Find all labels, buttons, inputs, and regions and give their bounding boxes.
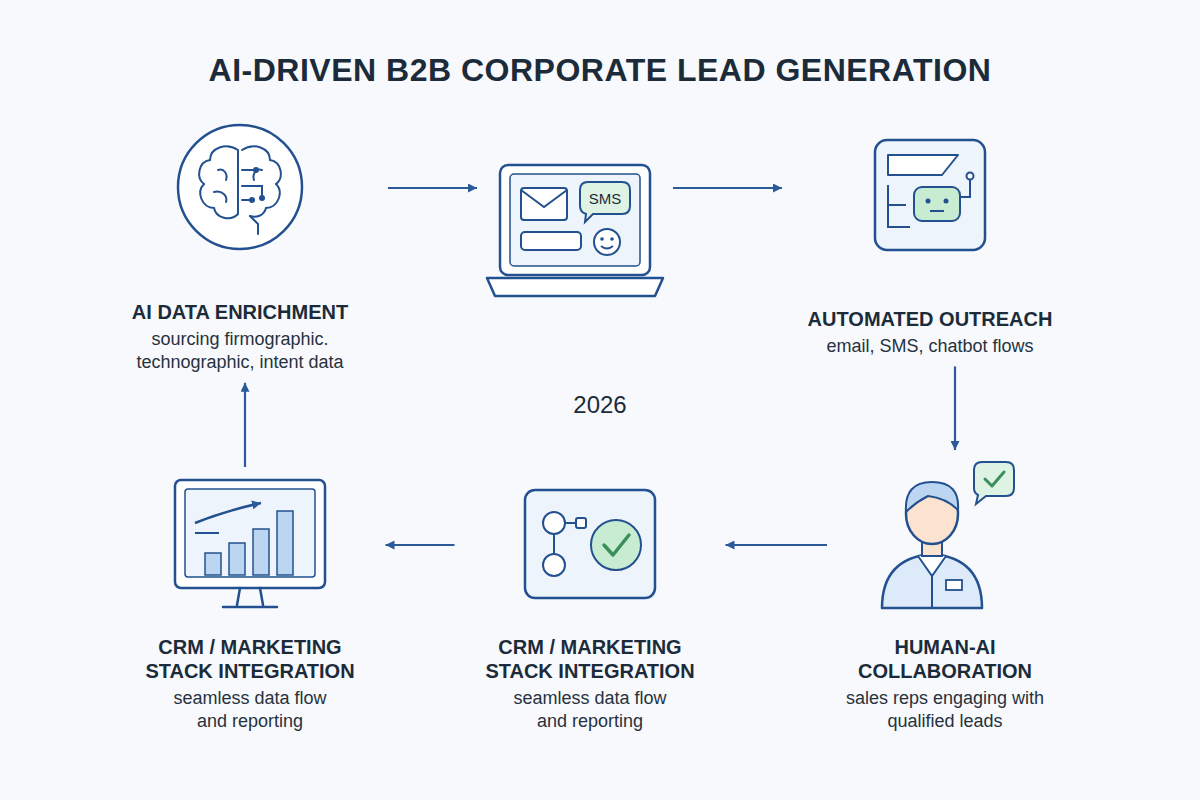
person-seam [931,576,933,608]
chat-face [594,229,620,255]
circuit-line [888,185,910,227]
chart-bar [229,543,245,575]
icon-holder [165,475,335,635]
antenna-tip [967,173,974,180]
process-node: HUMAN-AI COLLABORATIONsales reps engagin… [835,458,1055,734]
flow-arrow [954,366,956,450]
node-description: seamless data flow and reporting [160,687,340,734]
node-icon [520,485,660,635]
icon-holder [170,120,310,300]
node-icon [165,475,335,635]
text-field [521,232,581,250]
node-icon [170,120,310,300]
chart-bar [253,529,269,575]
node-heading: AUTOMATED OUTREACH [790,307,1070,331]
bubble-text: SMS [580,182,630,214]
brain-line [242,186,262,196]
flow-arrow [386,544,455,546]
sms-bubble [580,182,630,222]
year-label: 2026 [573,391,626,419]
diagram-title: AI-DRIVEN B2B CORPORATE LEAD GENERATION [0,52,1200,89]
check-mark [985,472,1004,486]
icon-holder [520,485,660,635]
envelope-flap [521,190,567,207]
circuit-dot [249,197,255,203]
monitor-stand [223,588,277,607]
antenna [960,179,970,197]
robot-eye [944,199,949,204]
icon-box [525,490,655,598]
trend-arrow [195,503,261,523]
chart-bar [205,553,221,575]
brain-line [250,216,258,234]
person-collar [918,556,946,576]
robot-face [914,187,960,221]
person-body [882,554,982,608]
process-node: CRM / MARKETING STACK INTEGRATIONseamles… [463,485,718,734]
chat-eye [600,237,604,241]
node-description: sales reps engaging with qualified leads [845,687,1045,734]
chat-smile [601,246,613,249]
icon-holder [485,160,665,305]
monitor-screen [185,489,315,577]
flow-node [543,554,565,576]
brain-line [199,146,238,218]
flow-arrow [673,187,782,189]
process-node: CRM / MARKETING STACK INTEGRATIONseamles… [123,475,378,734]
node-heading: AI DATA ENRICHMENT [100,300,380,324]
icon-holder [870,458,1020,635]
node-icon [870,458,1020,635]
check-circle [591,520,641,570]
message-shape [888,155,958,175]
chat-eye [610,237,614,241]
person-badge [946,580,962,590]
node-description: seamless data flow and reporting [500,687,680,734]
laptop-display [510,174,640,266]
chart-line [195,532,219,534]
monitor-frame [175,480,325,588]
node-heading: CRM / MARKETING STACK INTEGRATION [463,635,718,683]
robot-mouth [930,210,944,212]
check-mark [604,535,629,555]
chart-bar [277,511,293,575]
circuit-dot [259,195,265,201]
flow-arrow [388,187,477,189]
flow-arrow [726,544,828,546]
laptop-screen [500,165,650,275]
process-node: AUTOMATED OUTREACH email, SMS, chatbot fl… [790,135,1070,358]
icon-ring [178,125,302,249]
flow-arrow [244,383,246,467]
circuit-dot [253,167,259,173]
icon-box [875,140,985,250]
node-heading: CRM / MARKETING STACK INTEGRATION [123,635,378,683]
brain-line [218,170,227,180]
flow-port [576,518,586,528]
process-node: SMS [485,160,665,305]
chat-bubble [974,462,1014,504]
node-description: email, SMS, chatbot flows [790,335,1070,358]
envelope [521,188,567,220]
node-icon [870,135,990,307]
laptop-base [487,278,663,296]
process-node: AI DATA ENRICHMENT sourcing firmographic.… [100,120,380,375]
flow-node [543,512,565,534]
person-hair [906,482,958,512]
node-heading: HUMAN-AI COLLABORATION [835,635,1055,683]
node-icon [485,160,665,305]
brain-line [242,146,281,216]
icon-holder [870,135,990,307]
brain-line [214,192,226,202]
robot-eye [926,199,931,204]
node-description: sourcing firmographic. technographic, in… [115,328,365,375]
